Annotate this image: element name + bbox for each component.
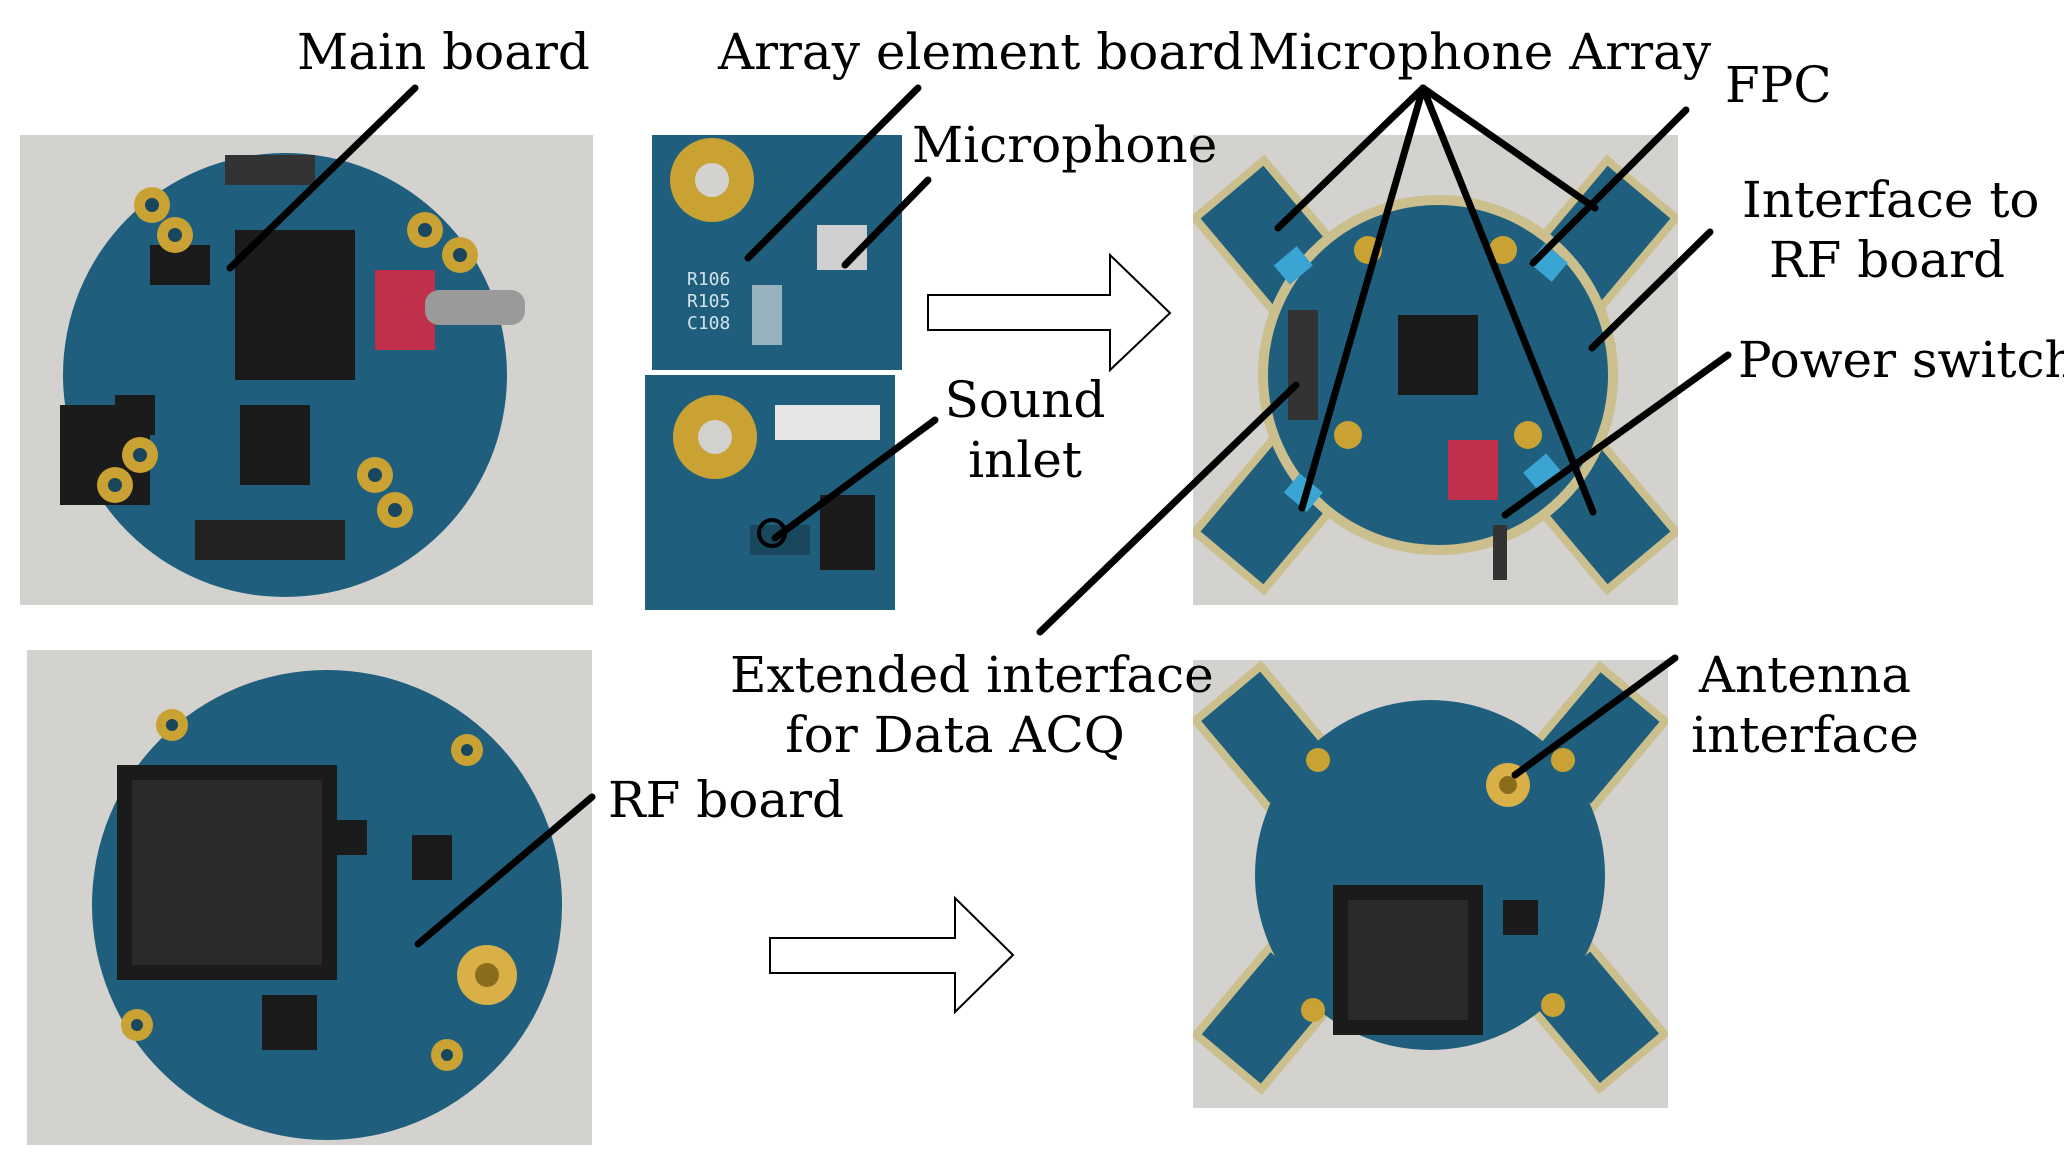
label-power-switch: Power switch [1738, 331, 2064, 389]
label-interface-rf-line2: RF board [1768, 231, 2006, 289]
label-antenna-interface: Antenna interface [1690, 645, 1920, 765]
leader-sound-inlet [771, 416, 939, 542]
label-interface-rf-line1: Interface to [1742, 171, 2040, 229]
assembled-top-photo [1193, 135, 1678, 605]
label-microphone-array: Microphone Array [1248, 23, 1712, 81]
array-element-board-photo-bottom [645, 375, 895, 610]
arrow-top [927, 252, 1172, 373]
leader-power-switch [1501, 351, 1732, 519]
leader-mic-array-4 [1419, 84, 1597, 516]
main-board-photo [20, 135, 593, 605]
label-interface-rf: Interface to RF board [1742, 170, 2040, 290]
sound-inlet-marker [757, 518, 787, 548]
label-main-board: Main board [297, 23, 590, 81]
leader-antenna [1511, 654, 1679, 779]
label-sound-inlet-line2: inlet [968, 431, 1082, 489]
leader-rf-board [414, 793, 596, 948]
label-fpc: FPC [1725, 56, 1832, 114]
leader-mic-array-3 [1419, 84, 1599, 212]
label-extended-interface-line2: for Data ACQ [785, 706, 1125, 764]
label-antenna-interface-line1: Antenna [1698, 646, 1912, 704]
assembled-bottom-photo [1193, 660, 1668, 1108]
leader-mic-array-1 [1274, 84, 1427, 232]
leader-array-element-board [744, 84, 922, 262]
label-array-element-board: Array element board [718, 23, 1245, 81]
leader-main-board [226, 84, 419, 272]
label-microphone: Microphone [912, 116, 1218, 174]
leader-fpc [1529, 106, 1690, 267]
label-antenna-interface-line2: interface [1691, 706, 1919, 764]
label-extended-interface: Extended interface for Data ACQ [730, 645, 1214, 765]
label-extended-interface-line1: Extended interface [730, 646, 1214, 704]
label-rf-board: RF board [608, 771, 845, 829]
svg-text:R105: R105 [687, 291, 730, 312]
arrow-bottom [769, 895, 1015, 1015]
svg-text:C108: C108 [687, 313, 730, 334]
label-sound-inlet: Sound inlet [940, 370, 1110, 490]
leader-extended-interface [1036, 381, 1300, 636]
leader-interface-rf [1588, 228, 1714, 352]
svg-text:R106: R106 [687, 269, 730, 290]
label-sound-inlet-line1: Sound [944, 371, 1106, 429]
rf-board-photo [27, 650, 592, 1145]
leader-microphone [841, 176, 932, 269]
leader-mic-array-2 [1298, 84, 1427, 512]
